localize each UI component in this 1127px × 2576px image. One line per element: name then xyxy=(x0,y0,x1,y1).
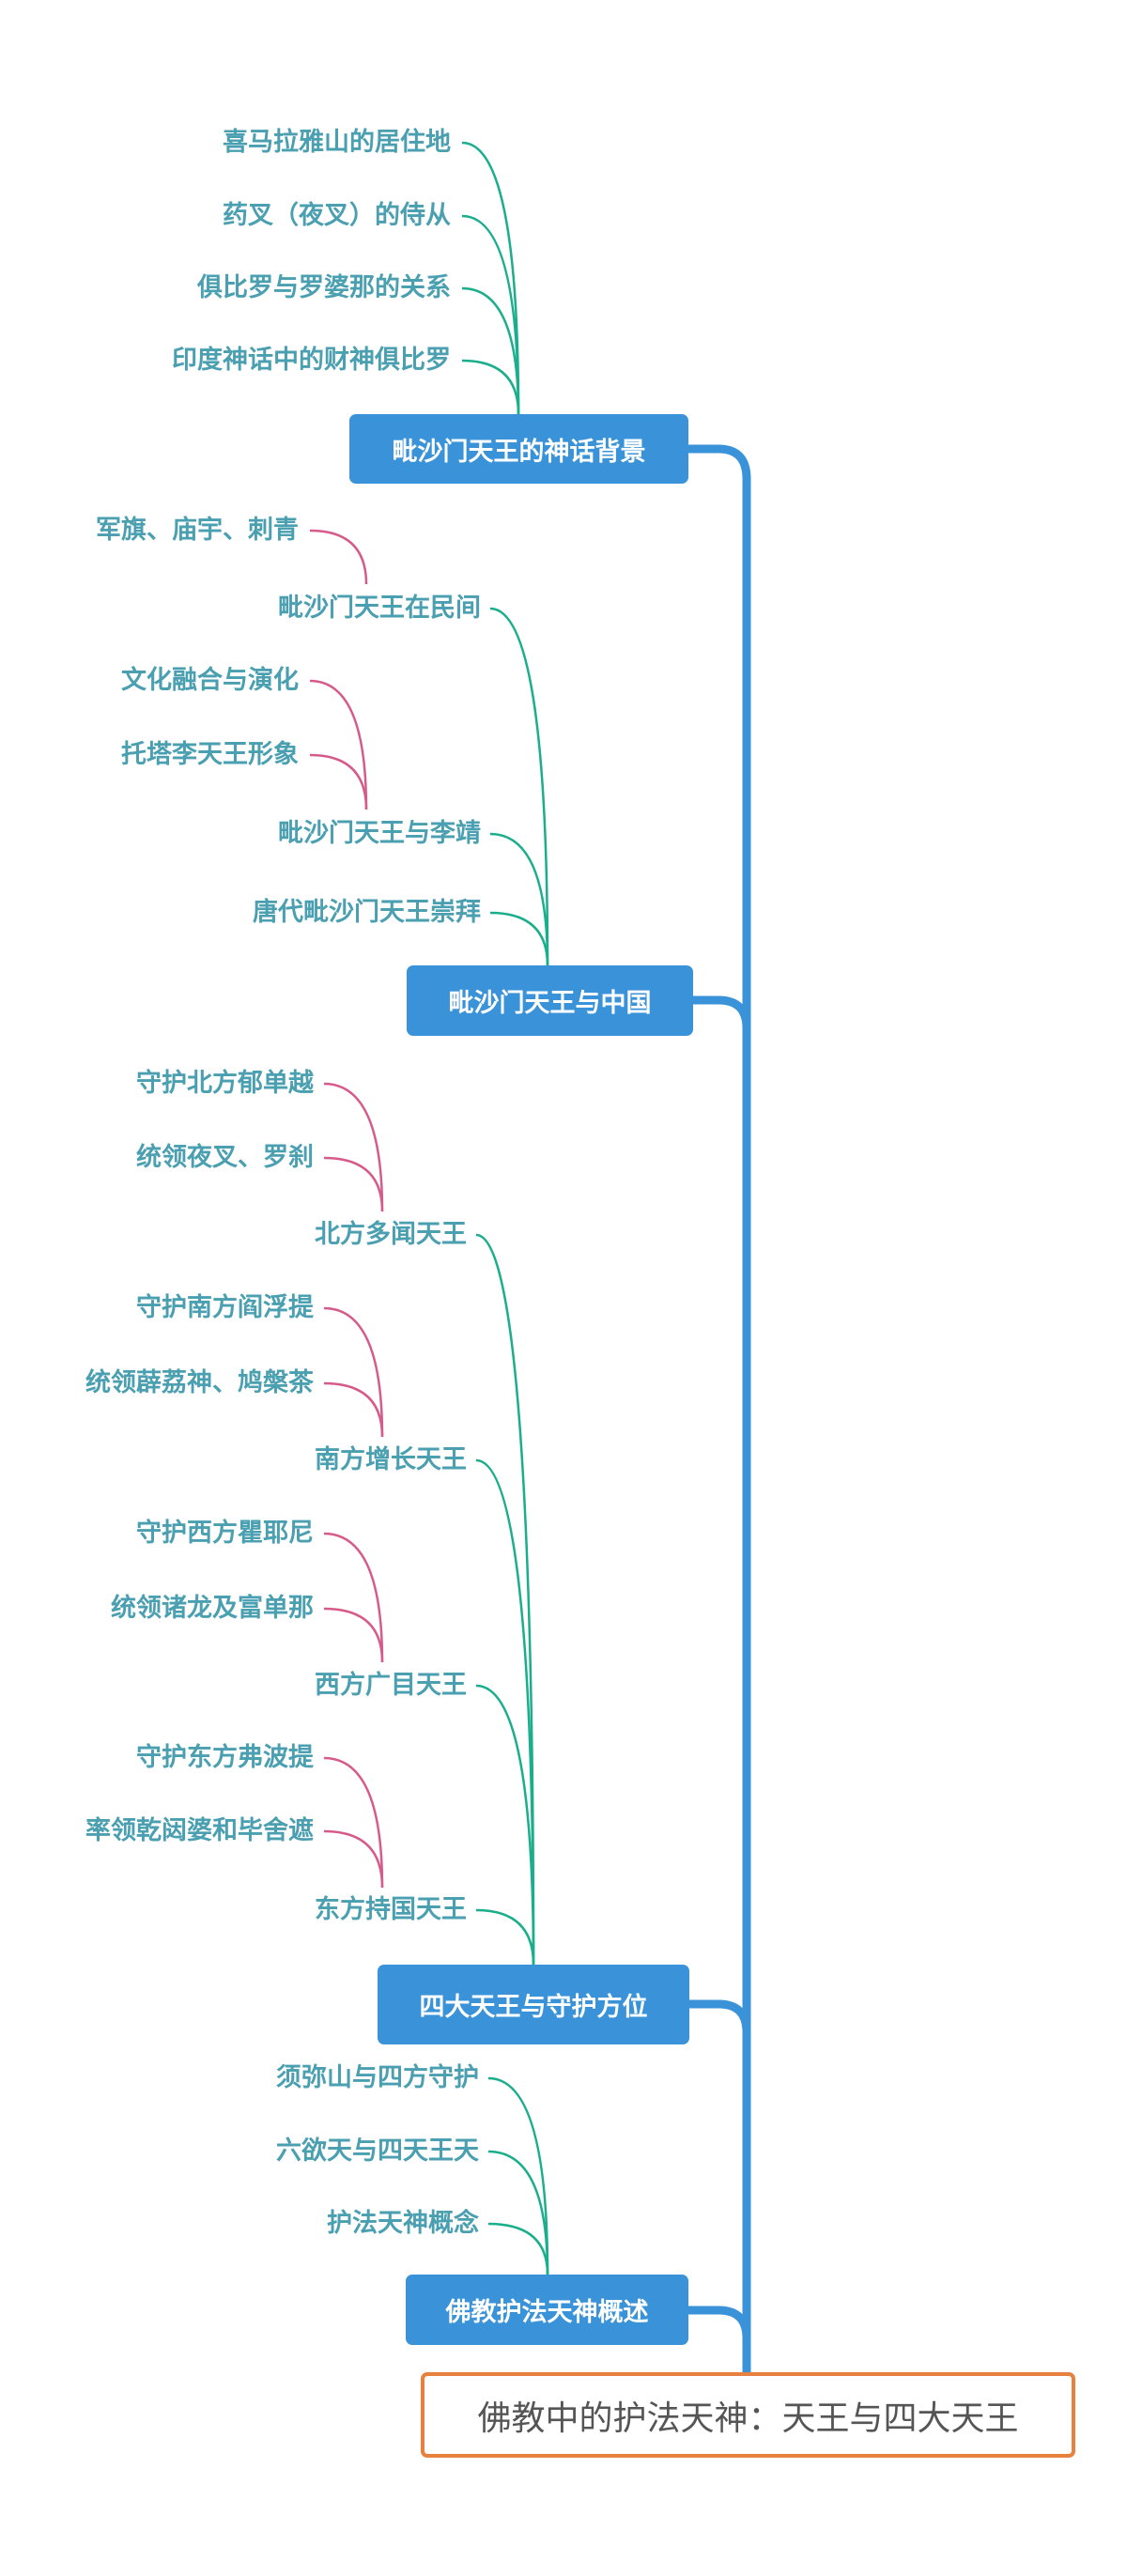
subtopic-node[interactable]: 毗沙门天王在民间 xyxy=(278,594,481,623)
leaf-node[interactable]: 统领薜荔神、鸠槃茶 xyxy=(85,1368,314,1397)
leaf-node[interactable]: 唐代毗沙门天王崇拜 xyxy=(253,898,481,927)
topic-mythology-background[interactable]: 毗沙门天王的神话背景 xyxy=(349,414,688,484)
subtopic-node[interactable]: 东方持国天王 xyxy=(315,1895,467,1924)
leaf-node[interactable]: 印度神话中的财神俱比罗 xyxy=(172,346,451,375)
leaf-node[interactable]: 药叉（夜叉）的侍从 xyxy=(223,201,451,230)
root-topic[interactable]: 佛教中的护法天神：天王与四大天王 xyxy=(421,2372,1075,2458)
topic-dharma-protectors-overview[interactable]: 佛教护法天神概述 xyxy=(406,2275,688,2345)
leaf-node[interactable]: 守护西方瞿耶尼 xyxy=(136,1519,314,1548)
leaf-node[interactable]: 守护南方阎浮提 xyxy=(136,1293,314,1322)
subtopic-node[interactable]: 南方增长天王 xyxy=(315,1445,467,1474)
subtopic-node[interactable]: 西方广目天王 xyxy=(315,1671,467,1700)
leaf-node[interactable]: 须弥山与四方守护 xyxy=(276,2063,479,2092)
subtopic-node[interactable]: 北方多闻天王 xyxy=(315,1220,467,1249)
leaf-node[interactable]: 军旗、庙宇、刺青 xyxy=(96,516,299,545)
leaf-node[interactable]: 托塔李天王形象 xyxy=(121,740,299,769)
leaf-node[interactable]: 统领夜叉、罗刹 xyxy=(136,1143,314,1172)
leaf-node[interactable]: 六欲天与四天王天 xyxy=(276,2136,479,2166)
leaf-node[interactable]: 统领诸龙及富单那 xyxy=(111,1594,314,1623)
leaf-node[interactable]: 护法天神概念 xyxy=(327,2209,479,2238)
subtopic-node[interactable]: 毗沙门天王与李靖 xyxy=(278,819,481,848)
leaf-node[interactable]: 率领乾闼婆和毕舍遮 xyxy=(85,1816,314,1845)
topic-vaisravana-china[interactable]: 毗沙门天王与中国 xyxy=(407,965,693,1036)
leaf-node[interactable]: 俱比罗与罗婆那的关系 xyxy=(197,273,451,302)
topic-four-heavenly-kings[interactable]: 四大天王与守护方位 xyxy=(378,1965,689,2044)
leaf-node[interactable]: 喜马拉雅山的居住地 xyxy=(223,128,451,157)
leaf-node[interactable]: 文化融合与演化 xyxy=(121,666,299,695)
leaf-node[interactable]: 守护东方弗波提 xyxy=(136,1743,314,1772)
leaf-node[interactable]: 守护北方郁单越 xyxy=(136,1069,314,1098)
